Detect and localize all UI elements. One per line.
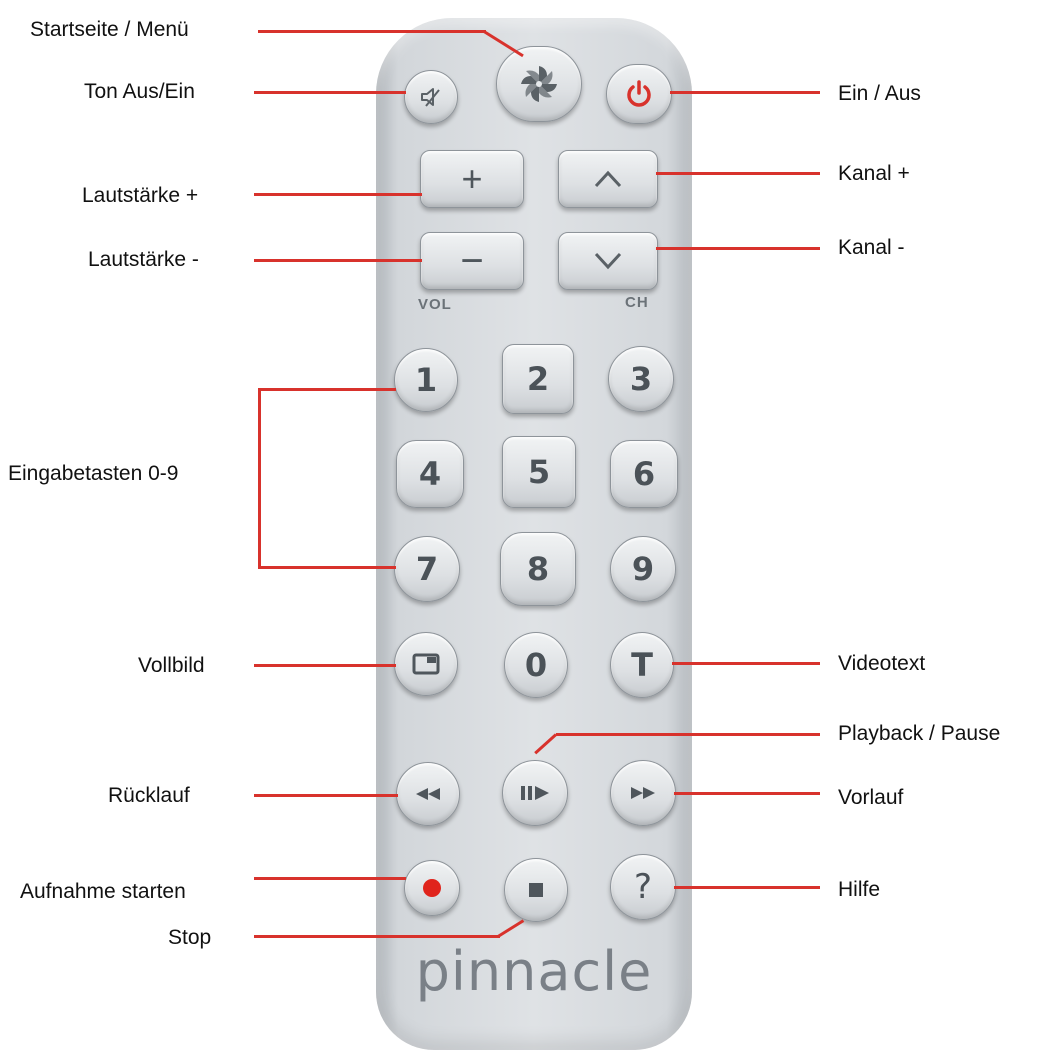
label-stop: Stop [168, 926, 212, 949]
key-8[interactable]: 8 [500, 532, 576, 606]
fast-forward-button[interactable] [610, 760, 676, 826]
label-playback-pause: Playback / Pause [838, 722, 1001, 745]
key-1[interactable]: 1 [394, 348, 458, 412]
pinwheel-icon [521, 66, 557, 102]
fullscreen-icon [412, 653, 440, 675]
chevron-down-icon [594, 252, 622, 270]
callout-line-videotext [672, 662, 820, 665]
brand-logo-text: pinnacle [415, 940, 653, 1003]
key-3[interactable]: 3 [608, 346, 674, 412]
record-icon [423, 879, 441, 897]
label-ruecklauf: Rücklauf [108, 784, 190, 807]
callout-line-ton [254, 91, 406, 94]
play-pause-button[interactable] [502, 760, 568, 826]
callout-line-playback [556, 733, 820, 736]
label-vollbild: Vollbild [138, 654, 205, 677]
minus-icon: − [460, 238, 484, 283]
label-aufnahme-starten: Aufnahme starten [20, 880, 186, 903]
callout-line-lautstaerke-plus [254, 193, 422, 196]
callout-bracket-vertical [258, 388, 261, 568]
label-eingabetasten: Eingabetasten 0-9 [8, 462, 179, 485]
fullscreen-button[interactable] [394, 632, 458, 696]
plus-icon: + [461, 158, 483, 199]
key-4[interactable]: 4 [396, 440, 464, 508]
teletext-button[interactable]: T [610, 632, 674, 698]
label-videotext: Videotext [838, 652, 926, 675]
callout-line-stop [254, 935, 500, 938]
callout-line-aufnahme [254, 877, 406, 880]
label-hilfe: Hilfe [838, 878, 881, 901]
home-menu-button[interactable] [496, 46, 582, 122]
ch-label: CH [625, 294, 649, 311]
label-ein-aus: Ein / Aus [838, 82, 921, 105]
key-9[interactable]: 9 [610, 536, 676, 602]
vol-label: VOL [418, 296, 452, 313]
callout-line-kanal-minus [656, 247, 820, 250]
callout-bracket-top [258, 388, 396, 391]
label-kanal-minus: Kanal - [838, 236, 905, 259]
mute-icon [421, 88, 440, 107]
help-button[interactable]: ? [610, 854, 676, 920]
play-pause-icon [521, 786, 549, 800]
channel-down-button[interactable] [558, 232, 658, 290]
callout-line-kanal-plus [656, 172, 820, 175]
rewind-button[interactable] [396, 762, 460, 826]
mute-button[interactable] [404, 70, 458, 124]
label-ton-aus-ein: Ton Aus/Ein [84, 80, 195, 103]
callout-line-vorlauf [674, 792, 820, 795]
callout-line-startseite [258, 30, 486, 33]
key-6[interactable]: 6 [610, 440, 678, 508]
callout-bracket-bottom [258, 566, 396, 569]
power-button[interactable] [606, 64, 672, 124]
record-button[interactable] [404, 860, 460, 916]
callout-line-lautstaerke-minus [254, 259, 422, 262]
callout-line-hilfe [674, 886, 820, 889]
callout-line-vollbild [254, 664, 396, 667]
label-vorlauf: Vorlauf [838, 786, 904, 809]
callout-line-ein-aus [670, 91, 820, 94]
volume-down-button[interactable]: − [420, 232, 524, 290]
stop-button[interactable] [504, 858, 568, 922]
power-icon [627, 80, 651, 107]
label-startseite-menu: Startseite / Menü [30, 18, 189, 41]
channel-up-button[interactable] [558, 150, 658, 208]
stop-icon [529, 883, 543, 897]
label-lautstaerke-plus: Lautstärke + [82, 184, 199, 207]
label-kanal-plus: Kanal + [838, 162, 910, 185]
key-5[interactable]: 5 [502, 436, 576, 508]
key-0[interactable]: 0 [504, 632, 568, 698]
fast-forward-icon [631, 787, 655, 799]
rewind-icon [416, 788, 440, 800]
label-lautstaerke-minus: Lautstärke - [88, 248, 199, 271]
callout-line-ruecklauf [254, 794, 398, 797]
chevron-up-icon [594, 170, 622, 188]
volume-up-button[interactable]: + [420, 150, 524, 208]
key-2[interactable]: 2 [502, 344, 574, 414]
key-7[interactable]: 7 [394, 536, 460, 602]
